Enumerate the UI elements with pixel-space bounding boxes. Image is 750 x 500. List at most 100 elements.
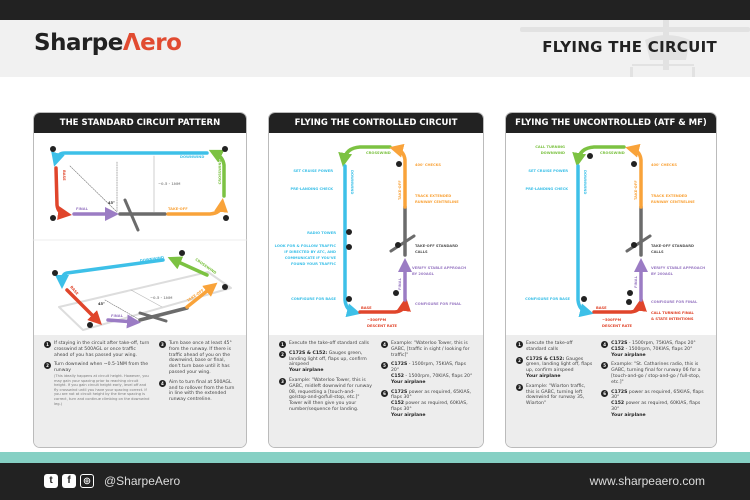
label-base: BASE (361, 306, 372, 310)
instagram-icon[interactable]: ◎ (80, 474, 94, 488)
label-track-centreline: RUNWAY CENTRELINE (651, 200, 695, 204)
label-verify-approach: BY 200AGL (412, 272, 435, 276)
label-takeoff: TAKE-OFF (398, 180, 402, 200)
page-title: FLYING THE CIRCUIT (542, 38, 717, 56)
top-bar (0, 0, 750, 20)
label-pre-landing-check: PRE-LANDING CHECK (291, 187, 334, 191)
label-follow-traffic: COMMUNICATE IF YOU'VE (285, 256, 337, 260)
facebook-icon[interactable]: f (62, 474, 76, 488)
label-takeoff-calls: TAKE-OFF STANDARD (415, 244, 458, 248)
label-set-cruise-power: SET CRUISE POWER (293, 169, 333, 173)
footer: t f ◎ @SharpeAero www.sharpeaero.com (0, 463, 750, 500)
label-track-centreline: RUNWAY CENTRELINE (415, 200, 459, 204)
airplane-watermark-icon (520, 20, 750, 77)
standard-pattern-perspective-view (55, 256, 232, 331)
website-link[interactable]: www.sharpeaero.com (589, 474, 705, 488)
label-call-final: & STATE INTENTIONS (651, 317, 694, 321)
label-downwind: DOWNWIND (180, 155, 204, 159)
label-final: FINAL (76, 207, 89, 211)
controlled-circuit-diagram (338, 143, 416, 318)
label-base: BASE (69, 285, 79, 296)
uncontrolled-circuit-diagram (572, 143, 652, 318)
label-configure-base: CONFIGURE FOR BASE (291, 297, 336, 301)
label-configure-final: CONFIGURE FOR FINAL (415, 302, 462, 306)
label-crosswind: CROSSWIND (600, 151, 625, 155)
twitter-icon[interactable]: t (44, 474, 58, 488)
step-markers (50, 146, 637, 328)
label-final: FINAL (111, 314, 124, 318)
header: SharpeΛero FLYING THE CIRCUIT (0, 20, 750, 77)
label-descent-rate: DESCENT RATE (602, 324, 633, 328)
label-call-final: CALL TURNING FINAL (651, 311, 695, 315)
label-call-downwind: CALL TURNING (535, 145, 565, 149)
label-pre-landing-check: PRE-LANDING CHECK (526, 187, 569, 191)
label-angle: 45° (108, 201, 115, 205)
label-takeoff-calls: TAKE-OFF STANDARD (651, 244, 694, 248)
label-descent-rate: ~500FPM (602, 318, 622, 322)
label-descent-rate: DESCENT RATE (367, 324, 398, 328)
label-downwind: DOWNWIND (583, 170, 587, 194)
label-crosswind: CROSSWIND (218, 160, 222, 185)
label-track-centreline: TRACK EXTENDED (415, 194, 451, 198)
label-takeoff-calls: CALLS (651, 250, 664, 254)
label-configure-base: CONFIGURE FOR BASE (525, 297, 570, 301)
standard-pattern-top-view (32, 149, 248, 241)
label-distance: ~0.5 - 1NM (158, 182, 181, 186)
label-call-downwind: DOWNWIND (541, 151, 565, 155)
panel-title: FLYING THE UNCONTROLLED (ATF & MF) CIRCU… (506, 113, 716, 148)
panel-title: THE STANDARD CIRCUIT PATTERN (34, 113, 246, 133)
label-verify-approach: VERIFY STABLE APPROACH (651, 266, 705, 270)
label-takeoff-calls: CALLS (415, 250, 428, 254)
social-links: t f ◎ @SharpeAero (44, 474, 180, 488)
label-verify-approach: VERIFY STABLE APPROACH (412, 266, 466, 270)
label-follow-traffic: IF DIRECTED BY ATC, AND (284, 250, 336, 254)
panel-uncontrolled-circuit: FLYING THE UNCONTROLLED (ATF & MF) CIRCU… (505, 112, 717, 448)
label-follow-traffic: FOUND YOUR TRAFFIC (291, 262, 336, 266)
label-track-centreline: TRACK EXTENDED (651, 194, 687, 198)
label-configure-final: CONFIGURE FOR FINAL (651, 300, 698, 304)
label-takeoff: TAKE-OFF (168, 207, 188, 211)
label-final: FINAL (634, 275, 638, 288)
label-downwind: DOWNWIND (140, 256, 165, 263)
label-verify-approach: BY 200AGL (651, 272, 674, 276)
label-final: FINAL (398, 277, 402, 290)
teal-stripe (0, 452, 750, 463)
label-downwind: DOWNWIND (350, 170, 354, 194)
label-set-cruise-power: SET CRUISE POWER (528, 169, 568, 173)
label-distance: ~0.5 - 1NM (150, 296, 173, 300)
label-descent-rate: ~500FPM (367, 318, 387, 322)
label-400-checks: 400' CHECKS (651, 163, 677, 167)
label-angle: 45° (98, 302, 105, 306)
label-radio-tower: RADIO TOWER (307, 231, 336, 235)
label-base: BASE (596, 306, 607, 310)
label-400-checks: 400' CHECKS (415, 163, 441, 167)
logo[interactable]: SharpeΛero (34, 30, 182, 56)
label-crosswind: CROSSWIND (366, 151, 391, 155)
label-base: BASE (62, 170, 66, 181)
social-handle[interactable]: @SharpeAero (104, 474, 181, 488)
